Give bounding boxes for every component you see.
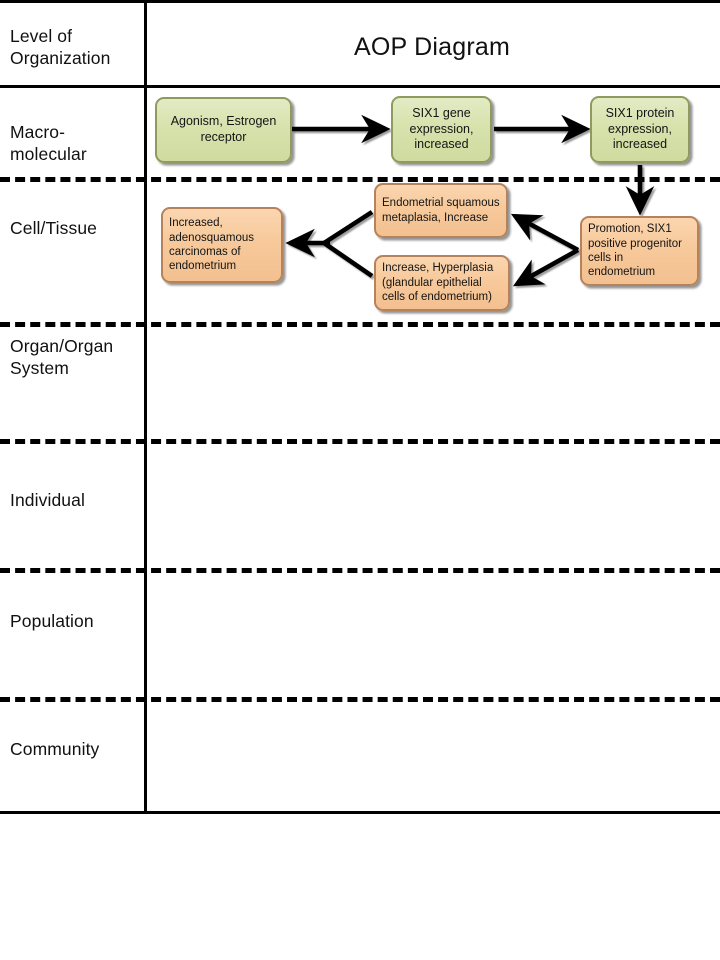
node-six1-gene-expression[interactable]: SIX1 gene expression, increased [391,96,492,163]
node-agonism-estrogen-receptor-label: Agonism, Estrogen receptor [170,114,277,144]
row-label-cell-tissue: Cell/Tissue [10,218,98,238]
node-promotion-six1-progenitor[interactable]: Promotion, SIX1 positive progenitor cell… [580,216,699,286]
header-row-label: Level of Organization [10,26,111,69]
grid-dashed-separator-1 [0,177,720,182]
node-increased-adenosquamous-carcinomas-label: Increased, adenosquamous carcinomas of e… [169,217,255,273]
edge-hyperplasia-to-junction [322,241,374,278]
edge-metaplasia-to-junction [322,210,374,245]
grid-dashed-separator-5 [0,697,720,702]
row-label-population: Population [10,611,94,631]
node-endometrial-squamous-metaplasia[interactable]: Endometrial squamous metaplasia, Increas… [374,183,508,238]
node-increase-hyperplasia[interactable]: Increase, Hyperplasia (glandular epithel… [374,255,510,311]
node-endometrial-squamous-metaplasia-label: Endometrial squamous metaplasia, Increas… [382,197,500,224]
grid-top-border [0,0,720,3]
edge-promotion-to-hyperplasia [512,247,580,287]
node-promotion-six1-progenitor-label: Promotion, SIX1 positive progenitor cell… [588,223,682,279]
node-agonism-estrogen-receptor[interactable]: Agonism, Estrogen receptor [155,97,292,163]
grid-vertical-divider [144,0,147,814]
node-six1-gene-expression-label: SIX1 gene expression, increased [409,106,474,152]
row-label-community: Community [10,739,100,759]
grid-dashed-separator-3 [0,439,720,444]
grid-dashed-separator-2 [0,322,720,327]
page-title: AOP Diagram [354,33,510,61]
grid-header-separator [0,85,720,88]
node-six1-protein-expression-label: SIX1 protein expression, increased [605,106,675,152]
edge-promotion-to-metaplasia [510,213,580,253]
node-increase-hyperplasia-label: Increase, Hyperplasia (glandular epithel… [382,262,494,304]
node-six1-protein-expression[interactable]: SIX1 protein expression, increased [590,96,690,163]
grid-bottom-border [0,811,720,814]
grid-dashed-separator-4 [0,568,720,573]
row-label-individual: Individual [10,490,85,510]
row-label-organ-organ-system: Organ/Organ System [10,336,114,379]
row-label-macro-molecular: Macro- molecular [10,122,87,165]
node-increased-adenosquamous-carcinomas[interactable]: Increased, adenosquamous carcinomas of e… [161,207,283,283]
